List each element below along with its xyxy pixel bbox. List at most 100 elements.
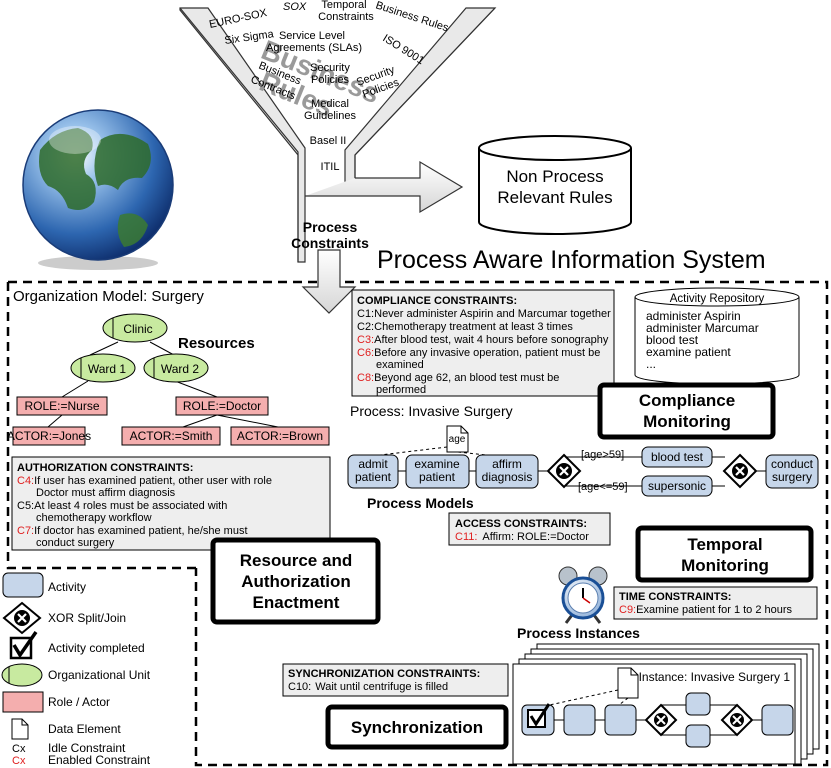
activity-repository: Activity Repository administer Aspirin a… (634, 287, 800, 385)
svg-text:C5:At least 4 roles must be as: C5:At least 4 roles must be associated w… (17, 500, 227, 512)
word-business-rules: Business Rules (374, 0, 450, 34)
time-c9-id: C9: (619, 604, 636, 616)
legend-xor-icon (2, 601, 42, 635)
actor-jones-label: ACTOR:=Jones (7, 429, 91, 443)
compliance-c8-id: C8: (357, 372, 374, 384)
synchronization-label: Synchronization (351, 718, 483, 737)
examine-label-2: patient (419, 470, 456, 484)
activity-conduct-surgery (765, 454, 819, 489)
legend-cx-idle: Cx (12, 743, 26, 755)
legend-activity: Activity (48, 580, 86, 594)
role-nurse (16, 396, 108, 416)
actor-jones (12, 426, 86, 446)
affirm-label-2: diagnosis (482, 470, 533, 484)
instance-activities (521, 692, 794, 748)
svg-text:C9:Examine patient for 1 to 2: C9:Examine patient for 1 to 2 hours (619, 604, 793, 616)
legend-cx-enabled: Cx (12, 755, 26, 767)
actor-brown-label: ACTOR:=Brown (237, 429, 323, 443)
org-unit-ward-1: Ward 1 (70, 353, 136, 383)
activity-examine-patient (405, 454, 470, 489)
system-boundary (8, 280, 829, 767)
non-process-rules-store: Non Process Relevant Rules (478, 135, 632, 235)
surgery-label-1: conduct (771, 457, 814, 471)
compliance-c8-text2: performed (376, 384, 426, 396)
auth-c4-text2: Doctor must affirm diagnosis (36, 487, 176, 499)
legend-org-unit: Organizational Unit (48, 668, 151, 682)
legend-data-element-icon (11, 718, 29, 740)
compliance-c6-text: Before any invasive operation, patient m… (374, 347, 600, 359)
instance-xor-split-icon (644, 703, 678, 737)
roles: ROLE:=Nurse ROLE:=Doctor ACTOR:=Jones AC… (7, 396, 330, 446)
compliance-c2-id: C2: (357, 321, 374, 333)
repo-item-2: administer Marcumar (646, 321, 759, 335)
repo-item-5: ... (646, 357, 656, 371)
svg-text:C7:If doctor has examined pati: C7:If doctor has examined patient, he/sh… (17, 525, 248, 537)
auth-c4-text: If user has examined patient, other user… (34, 475, 272, 487)
sync-constraints-box: SYNCHRONIZATION CONSTRAINTS: C10:Wait un… (282, 663, 509, 697)
compliance-monitoring-2: Monitoring (643, 412, 731, 431)
ward1-label: Ward 1 (88, 362, 127, 376)
access-title: ACCESS CONSTRAINTS: (455, 518, 587, 530)
legend: Activity XOR Split/Join Activity complet… (1, 572, 151, 767)
instance-stack (512, 643, 820, 765)
temporal-monitoring-2: Monitoring (681, 556, 769, 575)
actor-brown (230, 426, 330, 446)
repo-item-1: administer Aspirin (646, 309, 741, 323)
legend-boundary (6, 282, 196, 570)
instance-activity-4 (685, 692, 711, 716)
svg-text:C4:If user has examined patien: C4:If user has examined patient, other u… (17, 475, 272, 487)
instance-activity-3 (604, 704, 637, 736)
compliance-c1-id: C1: (357, 308, 374, 320)
word-security-1: Security (310, 62, 350, 74)
authorization-constraints-box: AUTHORIZATION CONSTRAINTS: C4:If user ha… (11, 456, 331, 551)
svg-text:C8:Beyond age 62, an blood tes: C8:Beyond age 62, an blood test must be (357, 372, 559, 384)
sync-c10-id: C10: (288, 681, 311, 693)
condition-upper: [age>59] (581, 449, 624, 461)
alarm-clock-icon (558, 566, 608, 624)
compliance-monitoring-box: Compliance Monitoring (597, 382, 776, 440)
legend-idle: Idle Constraint (48, 741, 126, 755)
svg-text:C2:Chemotherapy treatment at l: C2:Chemotherapy treatment at least 3 tim… (357, 321, 573, 333)
legend-completed-icon (9, 631, 38, 660)
compliance-title: COMPLIANCE CONSTRAINTS: (357, 295, 517, 307)
word-temporal-1: Temporal (321, 0, 366, 11)
legend-role-swatch (2, 691, 44, 713)
instance-edges (554, 704, 762, 736)
instance-data-element (617, 667, 639, 699)
word-sox: SOX (283, 1, 307, 13)
resource-enactment-box: Resource and Authorization Enactment (210, 537, 381, 625)
blood-test-label: blood test (651, 450, 704, 464)
legend-enabled: Enabled Constraint (48, 753, 151, 767)
legend-org-unit-swatch (1, 663, 43, 687)
globe-icon (22, 109, 174, 270)
process-models-label: Process Models (367, 495, 474, 511)
time-title: TIME CONSTRAINTS: (619, 591, 731, 603)
resource-enactment-3: Enactment (253, 593, 340, 612)
org-model-title: Organization Model: Surgery (13, 288, 204, 305)
temporal-monitoring-box: Temporal Monitoring (635, 525, 814, 583)
compliance-c3-id: C3: (357, 334, 374, 346)
org-unit-clinic: Clinic (102, 313, 168, 343)
auth-c7-text: If doctor has examined patient, he/she m… (34, 525, 247, 537)
activity-blood-test (641, 446, 713, 468)
legend-xor: XOR Split/Join (48, 611, 126, 625)
instance-label: Instance: Invasive Surgery 1 (639, 670, 791, 684)
svg-text:C11:Affirm: ROLE:=Doctor: C11:Affirm: ROLE:=Doctor (455, 531, 589, 543)
access-text: Affirm: ROLE:=Doctor (482, 531, 589, 543)
auth-c7-id: C7: (17, 525, 34, 537)
age-label: age (449, 434, 466, 445)
activity-repo-title: Activity Repository (670, 293, 765, 305)
system-title: Process Aware Information System (377, 246, 766, 274)
word-iso: ISO 9001 (380, 32, 426, 67)
process-constraints-label-1: Process (303, 219, 358, 235)
legend-role-actor: Role / Actor (48, 695, 110, 709)
repo-item-3: blood test (646, 333, 699, 347)
xor-join-icon (722, 453, 758, 489)
non-process-label-2: Relevant Rules (497, 188, 612, 207)
admit-label-2: patient (355, 470, 392, 484)
legend-completed: Activity completed (48, 641, 145, 655)
instance-activity-6 (761, 704, 794, 736)
down-arrow-icon (301, 249, 357, 314)
instance-activity-5 (685, 724, 711, 748)
